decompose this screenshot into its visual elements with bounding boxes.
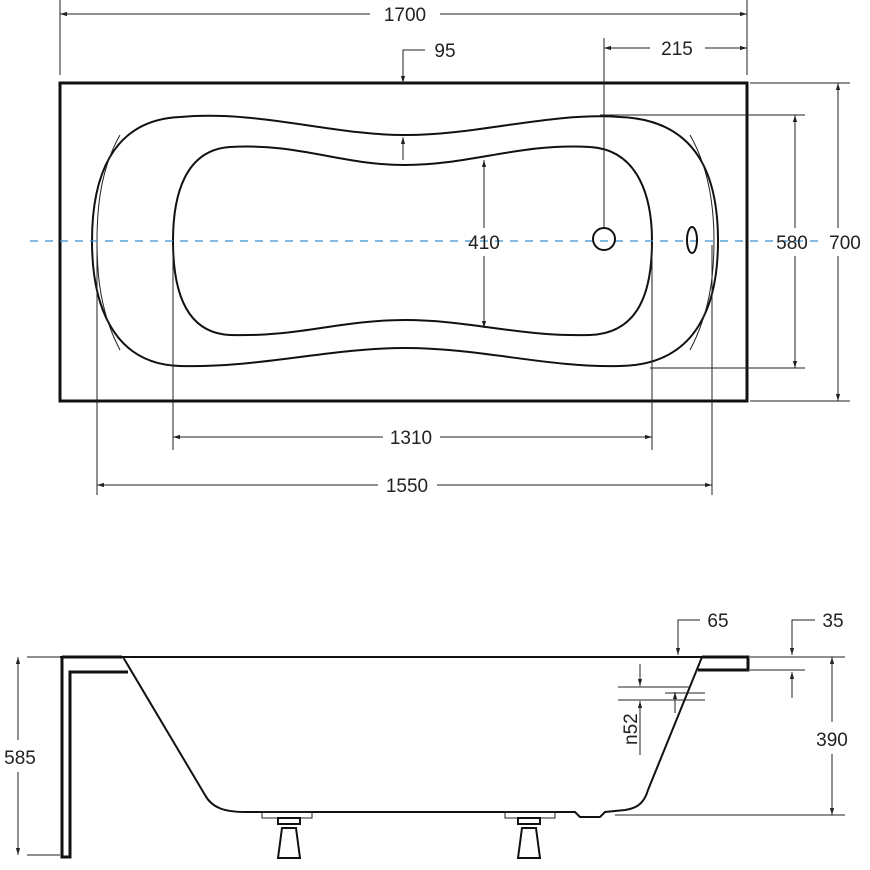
dim-overall-width: 700 bbox=[829, 233, 861, 254]
right-flange bbox=[698, 655, 750, 672]
side-view: 585 390 65 35 n52 bbox=[4, 611, 848, 859]
dim-rim-offset: 95 bbox=[434, 41, 455, 62]
dim-bowl-width: 580 bbox=[776, 233, 808, 254]
dim-overflow-height: n52 bbox=[621, 713, 642, 745]
dim-drain-offset: 215 bbox=[661, 39, 693, 60]
top-view: 1700 95 215 410 580 700 1310 1550 bbox=[30, 0, 861, 497]
rim-right-arc bbox=[689, 134, 715, 351]
bowl-outer-outline bbox=[90, 114, 720, 368]
overflow-icon bbox=[686, 226, 698, 254]
drain-icon bbox=[592, 227, 616, 251]
tub-wall-profile bbox=[122, 656, 703, 818]
left-foot bbox=[261, 811, 313, 859]
front-panel bbox=[60, 657, 128, 859]
tub-outline-rect bbox=[58, 81, 749, 403]
dim-depth: 390 bbox=[816, 730, 848, 751]
dim-waist-width: 410 bbox=[468, 233, 500, 254]
dim-bowl-length: 1550 bbox=[386, 476, 428, 497]
dim-overall-height: 585 bbox=[4, 748, 36, 769]
dim-rim-thickness: 35 bbox=[822, 611, 843, 632]
right-foot bbox=[504, 811, 556, 859]
dim-bottom-length: 1310 bbox=[390, 428, 432, 449]
rim-left-arc bbox=[96, 134, 121, 351]
dim-flange-offset: 65 bbox=[707, 611, 728, 632]
dim-overall-length: 1700 bbox=[384, 5, 426, 26]
bowl-inner-outline bbox=[171, 145, 654, 337]
